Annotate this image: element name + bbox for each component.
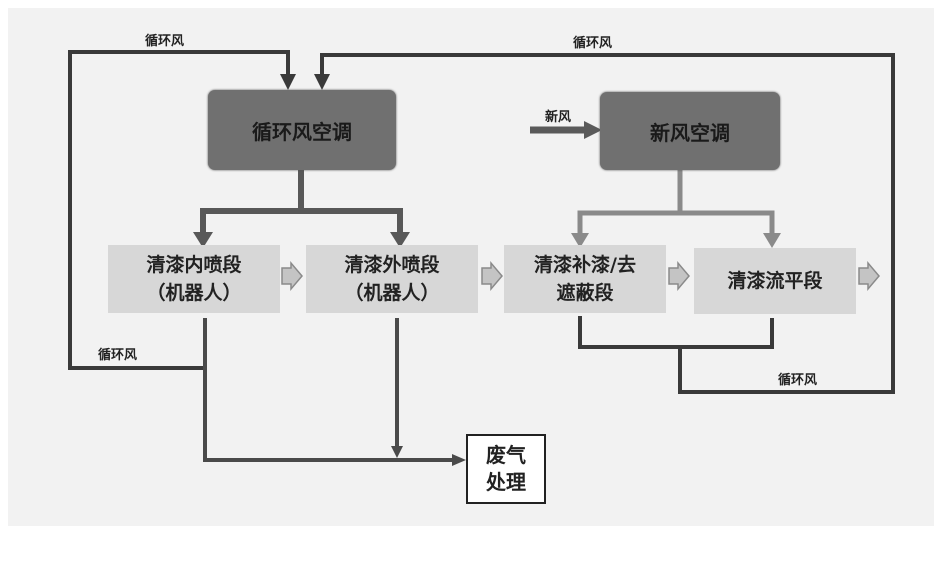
exhaust-arrowhead-outer: [391, 446, 403, 458]
flow-chevron-2: [481, 260, 503, 292]
recirc-loop-left: [68, 50, 290, 370]
waste-gas-line2: 处理: [486, 470, 526, 494]
waste-gas-line1: 废气: [486, 443, 526, 467]
inner-spray-subtitle: （机器人）: [146, 282, 242, 304]
fresh-arrowhead-flashoff: [763, 233, 781, 248]
flow-chevron-1: [281, 260, 303, 292]
recirc-return-right: [578, 316, 774, 349]
flow-chevron-3: [668, 260, 690, 292]
recirculation-ac-node: 循环风空调: [208, 90, 396, 170]
exhaust-arrowhead-waste: [452, 454, 466, 466]
fresh-air-ac-node: 新风空调: [600, 92, 780, 170]
fresh-air-inlet-arrowhead: [584, 121, 602, 139]
recirc-left-arrowhead: [280, 74, 296, 90]
inner-spray-stage: 清漆内喷段 （机器人）: [108, 245, 280, 313]
touchup-demask-stage: 清漆补漆/去 遮蔽段: [504, 245, 666, 313]
label-recirc-bottom-right: 循环风: [778, 373, 818, 388]
inner-spray-title: 清漆内喷段: [146, 254, 242, 276]
outer-spray-title: 清漆外喷段: [344, 254, 440, 276]
waste-gas-treatment-node: 废气 处理: [466, 434, 546, 504]
label-recirc-top-right: 循环风: [573, 36, 613, 51]
recirc-loop-right: [320, 53, 895, 394]
flash-off-stage: 清漆流平段: [694, 248, 856, 314]
touchup-subtitle: 遮蔽段: [556, 282, 614, 304]
recirc-supply-split: [200, 208, 403, 238]
fresh-air-ac-label: 新风空调: [650, 120, 730, 145]
flow-chevron-4: [858, 260, 880, 292]
supply-arrowhead-outer: [390, 232, 410, 248]
fresh-arrowhead-touchup: [571, 233, 589, 248]
fresh-supply-split: [577, 210, 775, 238]
label-fresh-air-in: 新风: [545, 110, 572, 125]
label-recirc-left-return: 循环风: [98, 348, 138, 363]
flash-off-label: 清漆流平段: [727, 270, 823, 292]
touchup-title: 清漆补漆/去: [534, 254, 636, 276]
label-recirc-top-left: 循环风: [145, 34, 185, 49]
outer-spray-stage: 清漆外喷段 （机器人）: [306, 245, 478, 313]
supply-arrowhead-inner: [193, 232, 213, 248]
outer-spray-subtitle: （机器人）: [344, 282, 440, 304]
recirc-right-arrowhead: [314, 74, 330, 90]
exhaust-line-inner: [203, 318, 458, 462]
recirculation-ac-label: 循环风空调: [252, 119, 352, 144]
